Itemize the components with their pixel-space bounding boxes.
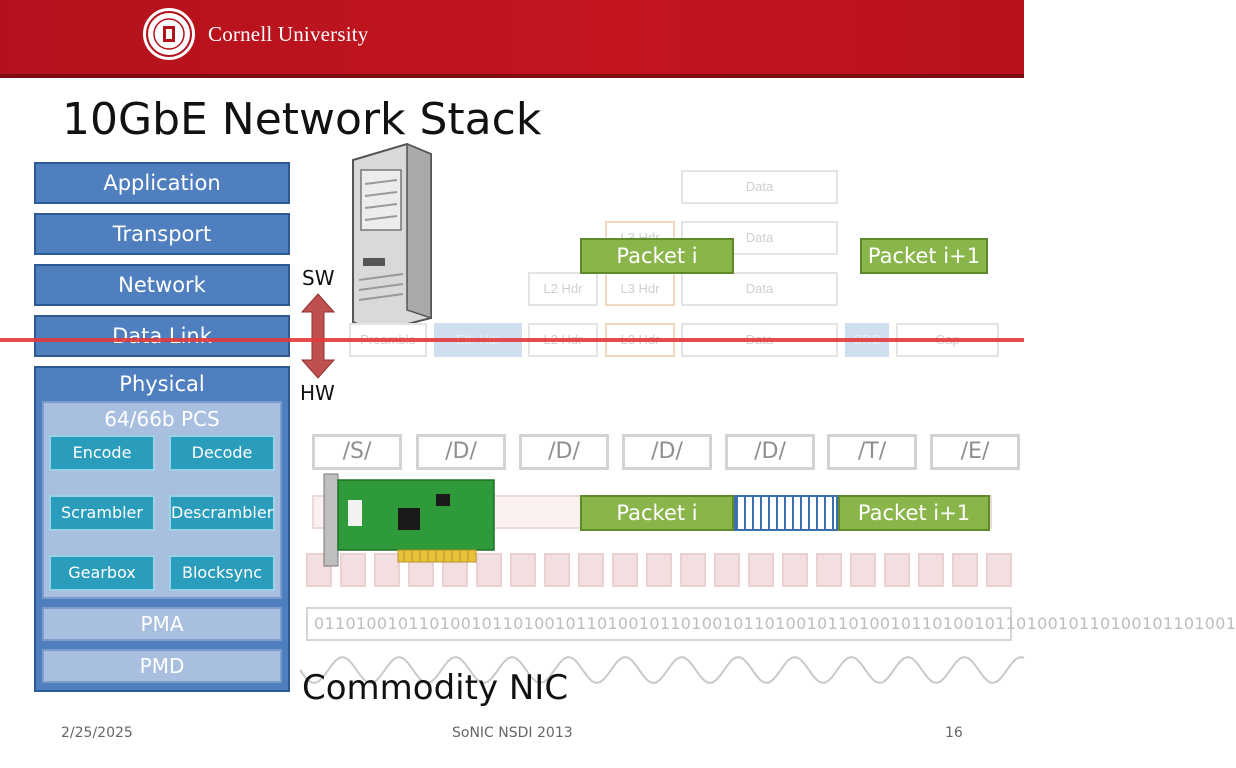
code-block: /T/ <box>827 434 917 470</box>
code-block: /S/ <box>312 434 402 470</box>
server-icon <box>345 140 435 335</box>
sw-label: SW <box>302 266 335 290</box>
hw-label: HW <box>300 381 335 405</box>
pmd-box: PMD <box>42 649 282 683</box>
code-block: /E/ <box>930 434 1020 470</box>
packet-i-upper: Packet i <box>580 238 734 274</box>
descrambler-block: Descrambler <box>169 495 275 531</box>
data-field-app: Data <box>681 170 838 204</box>
symbol-block <box>340 553 366 587</box>
packet-i1-upper: Packet i+1 <box>860 238 988 274</box>
symbol-block <box>952 553 978 587</box>
sw-hw-arrow-icon <box>300 293 336 379</box>
code-block: /D/ <box>416 434 506 470</box>
symbol-block <box>714 553 740 587</box>
code-block: /D/ <box>622 434 712 470</box>
bitstream: 0110100101101001011010010110100101101001… <box>306 607 1236 641</box>
symbol-block <box>544 553 570 587</box>
blocksync-block: Blocksync <box>169 555 275 591</box>
footer-date: 2/25/2025 <box>61 725 133 741</box>
layer-network: Network <box>34 264 290 306</box>
code-block: /D/ <box>519 434 609 470</box>
symbol-block <box>782 553 808 587</box>
symbol-block <box>884 553 910 587</box>
signal-waveform <box>299 650 1025 690</box>
layer-transport: Transport <box>34 213 290 255</box>
symbol-block <box>374 553 400 587</box>
scrambler-block: Scrambler <box>49 495 155 531</box>
symbol-block <box>476 553 502 587</box>
footer-center: SoNIC NSDI 2013 <box>452 725 573 741</box>
decode-block: Decode <box>169 435 275 471</box>
layer-data-link: Data Link <box>34 315 290 357</box>
current-layer-line <box>0 338 1024 342</box>
header-divider <box>0 74 1024 78</box>
slide-title: 10GbE Network Stack <box>62 94 542 145</box>
l2-hdr-network: L2 Hdr <box>528 272 598 306</box>
symbol-block <box>646 553 672 587</box>
symbol-block <box>680 553 706 587</box>
gearbox-block: Gearbox <box>49 555 155 591</box>
symbol-block <box>510 553 536 587</box>
pma-box: PMA <box>42 607 282 641</box>
nic-label: Commodity NIC <box>302 668 569 708</box>
idle-gap <box>734 495 838 531</box>
nic-card-icon <box>318 470 498 570</box>
pcs-label: 64/66b PCS <box>104 407 220 431</box>
symbol-block <box>748 553 774 587</box>
data-field-network: Data <box>681 272 838 306</box>
code-block: /D/ <box>725 434 815 470</box>
packet-i-lower: Packet i <box>580 495 734 531</box>
university-name: Cornell University <box>208 22 369 46</box>
l3-hdr-network: L3 Hdr <box>605 272 675 306</box>
symbol-block <box>850 553 876 587</box>
symbol-block <box>986 553 1012 587</box>
page-number: 16 <box>945 725 963 741</box>
symbol-block <box>918 553 944 587</box>
physical-label: Physical <box>119 372 205 396</box>
layer-application: Application <box>34 162 290 204</box>
cornell-seal-icon <box>143 8 195 60</box>
encode-block: Encode <box>49 435 155 471</box>
packet-i1-lower: Packet i+1 <box>838 495 990 531</box>
symbol-block <box>578 553 604 587</box>
symbol-block <box>816 553 842 587</box>
symbol-block <box>612 553 638 587</box>
